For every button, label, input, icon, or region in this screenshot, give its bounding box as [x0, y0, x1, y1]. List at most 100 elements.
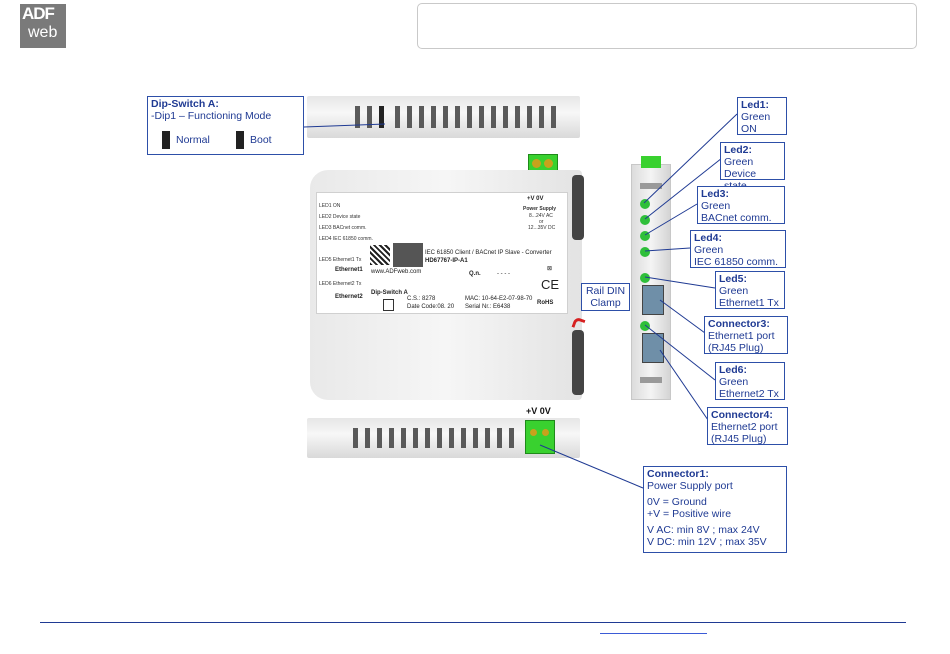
led3-indicator	[640, 231, 650, 241]
led4-title: Led4:	[694, 232, 723, 244]
vent-slot	[365, 428, 370, 448]
led6-title: Led6:	[719, 364, 748, 376]
led4-line1: Green	[694, 244, 724, 256]
vent-slot	[389, 428, 394, 448]
conn3-line1: Ethernet1 port	[708, 330, 775, 342]
weee-icon: ⊠	[547, 266, 553, 272]
rail-line2: Clamp	[590, 297, 621, 309]
led6-leader	[644, 324, 716, 381]
ce-mark: CE	[541, 277, 560, 292]
led2-callout: Led2: Green Device state	[720, 142, 785, 192]
power-or: or	[539, 219, 544, 225]
vent-slot	[551, 106, 556, 128]
connector1-callout: Connector1: Power Supply port 0V = Groun…	[643, 466, 787, 553]
qn-value: - - - -	[497, 271, 510, 277]
led6-line1: Green	[719, 376, 749, 388]
header-box	[417, 3, 917, 49]
screw-icon	[532, 159, 541, 168]
conn1-line3: +V = Positive wire	[647, 508, 732, 520]
led1-title: Led1:	[741, 99, 770, 111]
conn4-title: Connector4:	[711, 409, 773, 421]
led2-line1: Green	[724, 156, 754, 168]
led1-indicator	[640, 199, 650, 209]
rail-clip-bottom	[572, 330, 584, 395]
vent-slot	[503, 106, 508, 128]
top-view	[307, 96, 580, 138]
vent-slot	[491, 106, 496, 128]
connector3-callout: Connector3: Ethernet1 port (RJ45 Plug)	[704, 316, 788, 354]
conn3-leader	[659, 299, 706, 334]
dip-switch-callout: Dip-Switch A: -Dip1 – Functioning Mode N…	[147, 96, 304, 155]
conn4-line2: (RJ45 Plug)	[711, 433, 767, 445]
dip-leader	[303, 123, 386, 128]
vent-slot	[419, 106, 424, 128]
led2-text: LED2 Device state	[319, 214, 361, 220]
vent-slot	[461, 428, 466, 448]
led2-indicator	[640, 215, 650, 225]
vent-slot	[473, 428, 478, 448]
qn-label: Q.n.	[469, 271, 481, 277]
vent-slot	[413, 428, 418, 448]
led5-callout: Led5: Green Ethernet1 Tx	[715, 271, 785, 309]
device-title: IEC 61850 Client / BACnet IP Slave - Con…	[425, 250, 552, 256]
side-view	[631, 156, 671, 400]
vent-slot	[455, 106, 460, 128]
connector4-callout: Connector4: Ethernet2 port (RJ45 Plug)	[707, 407, 788, 445]
led3-line2: BACnet comm.	[701, 212, 772, 224]
led4-text: LED4 IEC 61850 comm.	[319, 236, 373, 242]
led4-callout: Led4: Green IEC 61850 comm.	[690, 230, 786, 268]
screw-icon	[542, 429, 549, 436]
device-website: www.ADFweb.com	[371, 269, 422, 275]
vent-slot	[401, 428, 406, 448]
vent-slot	[355, 106, 360, 128]
qr-code-icon	[370, 245, 390, 265]
cs-text: C.S.: 8278	[407, 296, 436, 302]
vent-slot	[509, 428, 514, 448]
vent-slot	[479, 106, 484, 128]
conn1-title: Connector1:	[647, 468, 709, 480]
led1-leader	[643, 113, 738, 204]
conn1-line2: 0V = Ground	[647, 496, 707, 508]
vent-slot	[515, 106, 520, 128]
led3-title: Led3:	[701, 188, 730, 200]
power-label: +V 0V	[527, 196, 544, 202]
bottom-power-connector	[525, 420, 555, 454]
vent-slot	[443, 106, 448, 128]
conn1-line1: Power Supply port	[647, 480, 733, 492]
led2-leader	[644, 157, 723, 220]
vent-slot	[437, 428, 442, 448]
ethernet1-text: Ethernet1	[335, 267, 363, 273]
vent-slot	[431, 106, 436, 128]
rail-clip-top	[572, 175, 584, 240]
led1-line2: ON	[741, 123, 757, 135]
serial-text: Serial Nr.: E6438	[465, 304, 511, 310]
vent-slot	[367, 106, 372, 128]
dip-line1: -Dip1 – Functioning Mode	[151, 110, 272, 122]
footer-divider	[40, 622, 906, 623]
led5-indicator	[640, 273, 650, 283]
dip-switch-label: Dip-Switch A	[371, 290, 408, 296]
ethernet1-port	[642, 285, 664, 315]
conn4-line1: Ethernet2 port	[711, 421, 778, 433]
vent-slot	[395, 106, 400, 128]
conn1-leader	[539, 444, 644, 489]
conn3-title: Connector3:	[708, 318, 770, 330]
side-power-connector	[641, 156, 661, 168]
screw-icon	[544, 159, 553, 168]
led6-text: LED6 Ethernet2 Tx	[319, 281, 362, 287]
ethernet2-text: Ethernet2	[335, 294, 363, 300]
adfweb-logo: ADF web	[20, 4, 66, 48]
bottom-power-label: +V 0V	[526, 406, 551, 416]
dip-title: Dip-Switch A:	[151, 98, 219, 110]
vent-slot	[377, 428, 382, 448]
footer-link-underline[interactable]	[600, 633, 707, 634]
device-model: HD67767-IP-A1	[425, 258, 468, 264]
screw-icon	[530, 429, 537, 436]
led4-leader	[644, 247, 691, 252]
vent-slot	[497, 428, 502, 448]
vent-slot	[353, 428, 358, 448]
logo-line1: ADF	[22, 4, 55, 23]
vent-slot	[449, 428, 454, 448]
led4-line2: IEC 61850 comm.	[694, 256, 779, 268]
